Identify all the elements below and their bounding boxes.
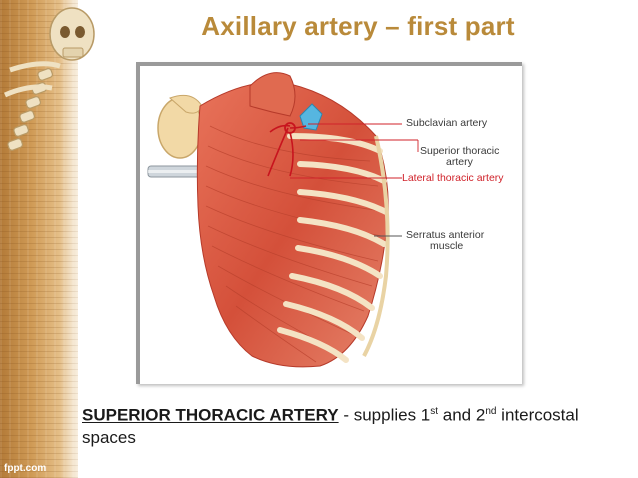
- label-superior-thoracic-line1: Superior thoracic: [420, 145, 500, 157]
- caption-sup-b: nd: [485, 406, 497, 417]
- anatomy-figure: Subclavian artery Superior thoracic arte…: [136, 62, 522, 384]
- caption-term: SUPERIOR THORACIC ARTERY: [82, 405, 339, 425]
- skeleton-decoration-image: [3, 7, 95, 151]
- caption-text-b: and 2: [438, 405, 486, 425]
- label-serratus-line1: Serratus anterior: [406, 229, 485, 241]
- caption-text-c: intercostal: [496, 405, 579, 425]
- caption-text-a: - supplies 1: [338, 405, 431, 425]
- label-superior-thoracic-line2: artery: [446, 156, 473, 168]
- watermark: fppt.com: [4, 463, 47, 474]
- caption-sup-a: st: [430, 406, 439, 417]
- label-serratus-line2: muscle: [430, 240, 464, 252]
- label-subclavian-artery: Subclavian artery: [406, 117, 488, 129]
- caption-line2: spaces: [82, 427, 136, 447]
- label-lateral-thoracic-artery: Lateral thoracic artery: [402, 172, 504, 184]
- thorax-illustration: [147, 72, 419, 368]
- slide-caption: SUPERIOR THORACIC ARTERY - supplies 1st …: [82, 401, 632, 449]
- side-fade: [60, 0, 100, 478]
- slide-title: Axillary artery – first part: [201, 11, 515, 41]
